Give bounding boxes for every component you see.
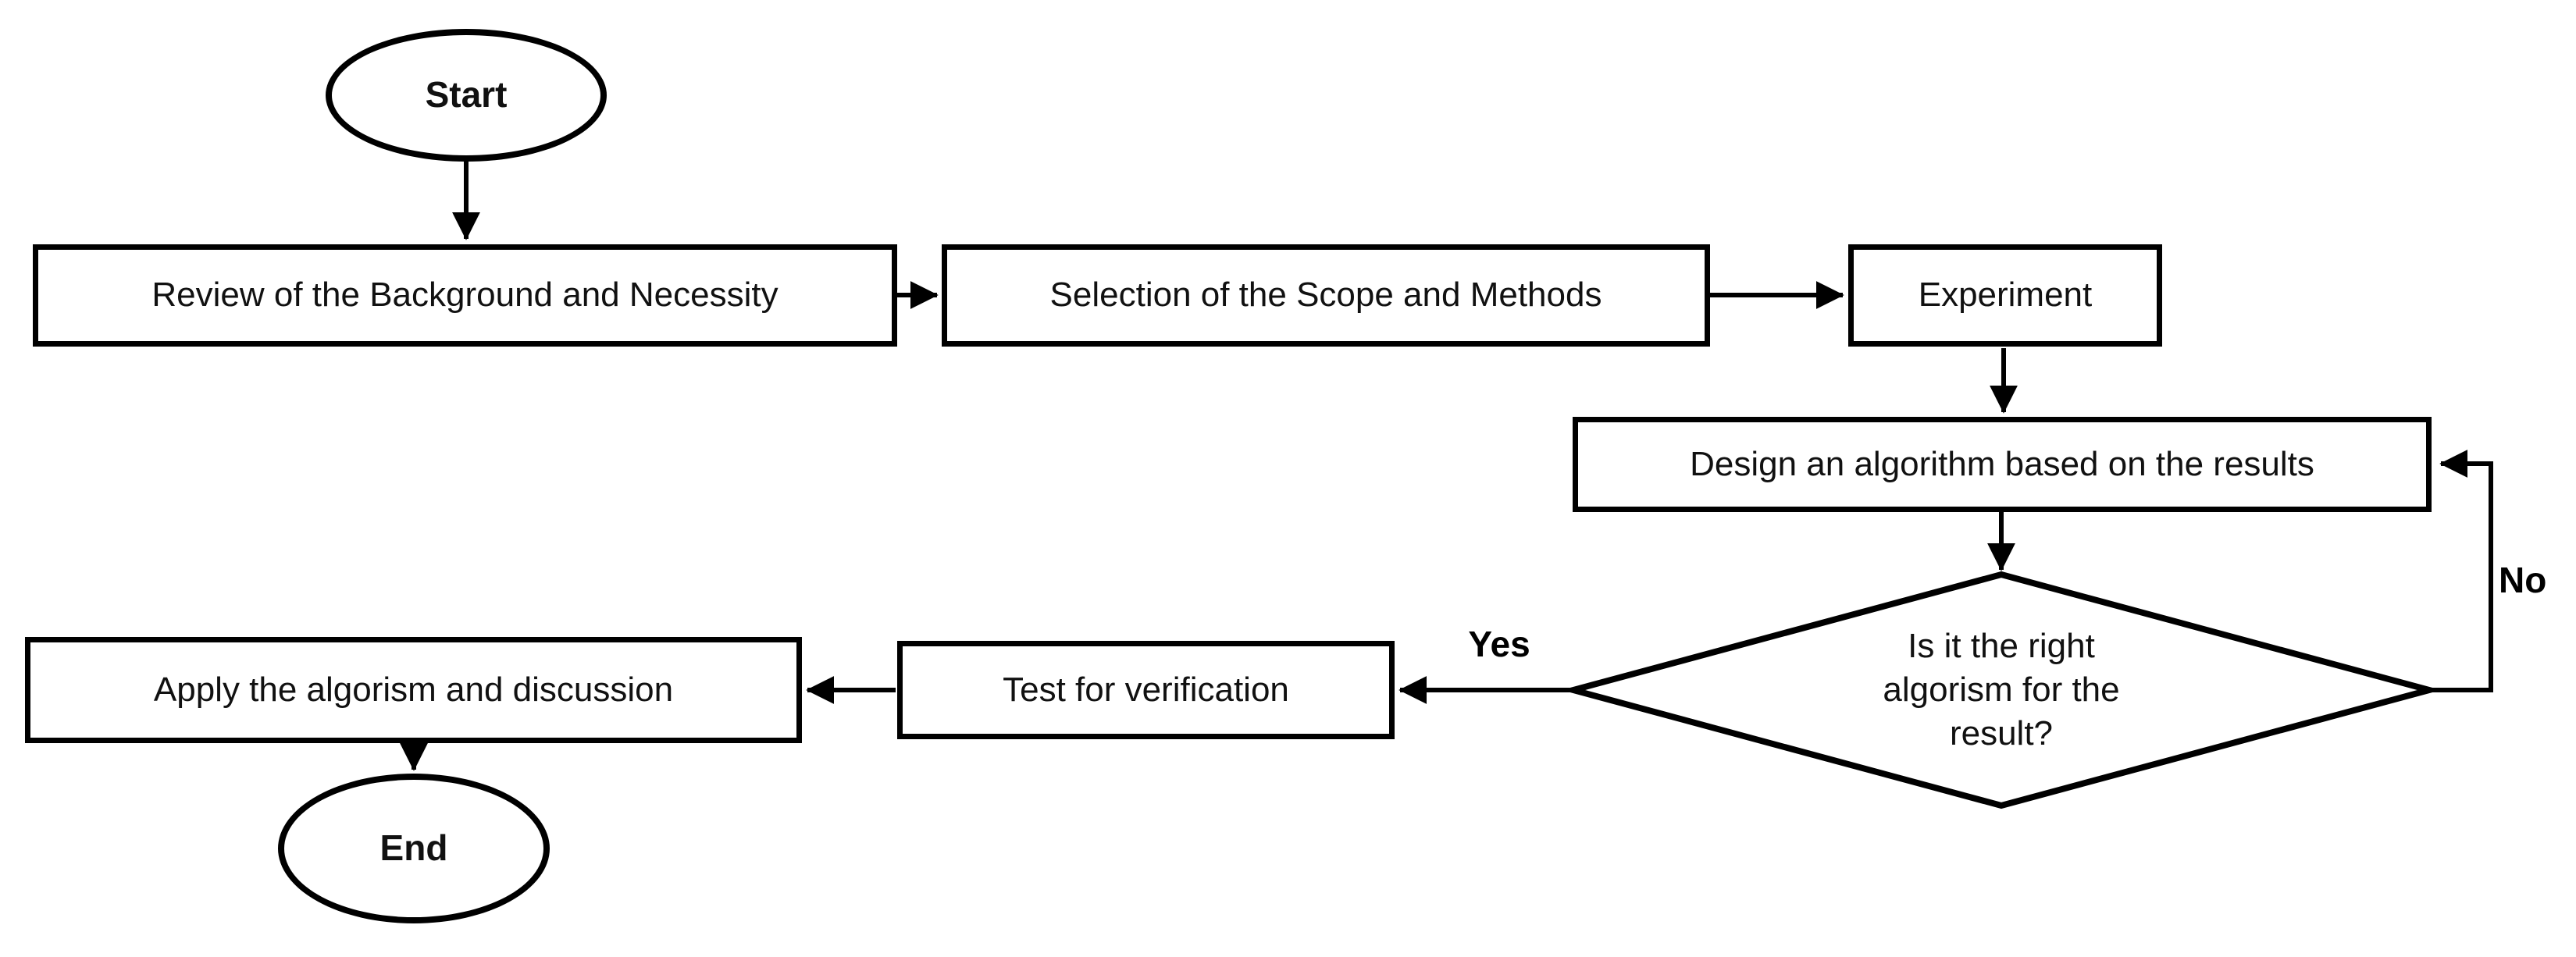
review-background-label: Review of the Background and Necessity — [151, 276, 779, 315]
test-verification-label: Test for verification — [1003, 670, 1289, 709]
start-node: Start — [326, 29, 607, 162]
design-algorithm-label: Design an algorithm based on the results — [1690, 444, 2314, 483]
yes-edge-label: Yes — [1468, 624, 1530, 664]
decision-diamond-shape — [1561, 571, 2442, 809]
selection-scope-node: Selection of the Scope and Methods — [942, 244, 1710, 347]
end-node: End — [278, 774, 550, 923]
decision-line-1: Is it the right — [1908, 626, 2095, 665]
apply-algorism-label: Apply the algorism and discussion — [153, 670, 674, 709]
start-label: Start — [425, 74, 508, 116]
selection-scope-label: Selection of the Scope and Methods — [1049, 276, 1602, 315]
apply-algorism-node: Apply the algorism and discussion — [25, 637, 802, 743]
decision-line-2: algorism for the — [1883, 670, 2120, 709]
arrow-decision-no-loop — [2431, 450, 2493, 692]
end-label: End — [379, 827, 448, 869]
decision-line-3: result? — [1949, 714, 2054, 753]
experiment-node: Experiment — [1848, 244, 2162, 347]
review-background-node: Review of the Background and Necessity — [33, 244, 897, 347]
test-verification-node: Test for verification — [897, 641, 1395, 739]
decision-node: Is it the right algorism for the result? — [1806, 604, 2197, 776]
experiment-label: Experiment — [1918, 276, 2093, 315]
no-edge-label: No — [2499, 560, 2547, 600]
design-algorithm-node: Design an algorithm based on the results — [1573, 417, 2432, 512]
